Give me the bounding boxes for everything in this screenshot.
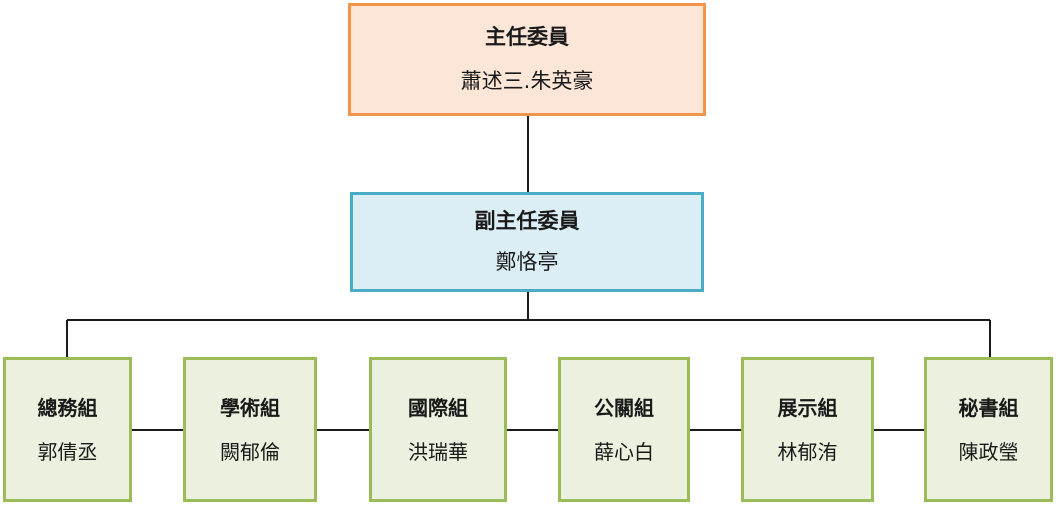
group-title: 學術組 xyxy=(220,395,280,420)
group-box-international: 國際組 洪瑞華 xyxy=(369,357,507,502)
group-box-academic: 學術組 闕郁倫 xyxy=(183,357,317,502)
group-person: 洪瑞華 xyxy=(408,439,468,464)
group-person: 郭倩丞 xyxy=(37,439,98,464)
chief-title: 主任委員 xyxy=(485,25,569,50)
deputy-committee-box: 副主任委員 鄭恪亭 xyxy=(350,192,704,292)
chief-person: 蕭述三.朱英豪 xyxy=(460,68,594,93)
group-title: 國際組 xyxy=(408,395,468,420)
group-title: 秘書組 xyxy=(958,395,1019,420)
group-box-general-affairs: 總務組 郭倩丞 xyxy=(3,357,132,502)
group-box-secretariat: 秘書組 陳政瑩 xyxy=(924,357,1053,502)
deputy-title: 副主任委員 xyxy=(474,208,580,233)
chief-committee-box: 主任委員 蕭述三.朱英豪 xyxy=(348,3,706,116)
group-title: 公關組 xyxy=(594,395,654,420)
group-person: 闕郁倫 xyxy=(220,439,280,464)
group-title: 總務組 xyxy=(37,395,98,420)
deputy-person: 鄭恪亭 xyxy=(495,250,559,274)
group-title: 展示組 xyxy=(777,395,838,420)
group-box-public-relations: 公關組 薛心白 xyxy=(558,357,690,502)
group-person: 薛心白 xyxy=(594,439,654,464)
group-person: 林郁洧 xyxy=(777,439,838,464)
group-person: 陳政瑩 xyxy=(958,439,1019,464)
group-box-exhibition: 展示組 林郁洧 xyxy=(741,357,874,502)
